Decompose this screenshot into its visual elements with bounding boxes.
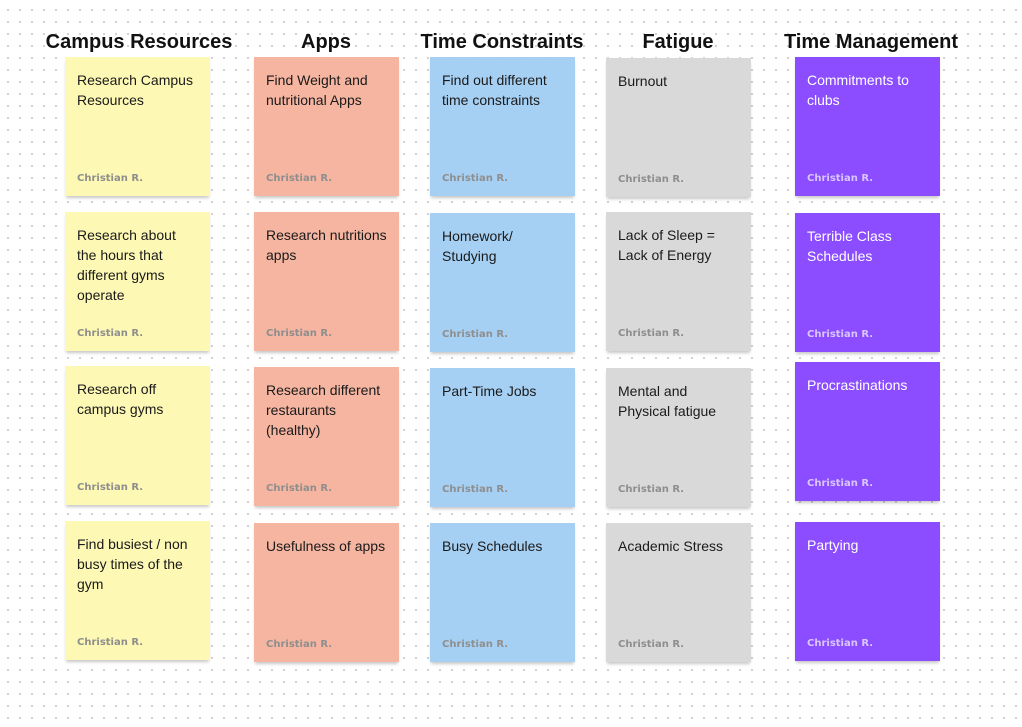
sticky-note[interactable]: Research different restaurants (healthy)… bbox=[254, 367, 399, 506]
sticky-note[interactable]: Research nutritions apps Christian R. bbox=[254, 212, 399, 351]
note-author: Christian R. bbox=[442, 329, 509, 340]
sticky-note[interactable]: Research about the hours that different … bbox=[65, 212, 210, 351]
sticky-note[interactable]: Terrible Class Schedules Christian R. bbox=[795, 213, 940, 352]
note-text: Research off campus gyms bbox=[77, 381, 164, 417]
note-author: Christian R. bbox=[618, 328, 685, 339]
sticky-note[interactable]: Burnout Christian R. bbox=[606, 58, 751, 197]
sticky-note[interactable]: Part-Time Jobs Christian R. bbox=[430, 368, 575, 507]
note-author: Christian R. bbox=[618, 484, 685, 495]
note-author: Christian R. bbox=[807, 173, 874, 184]
sticky-note[interactable]: Busy Schedules Christian R. bbox=[430, 523, 575, 662]
note-author: Christian R. bbox=[442, 173, 509, 184]
note-author: Christian R. bbox=[807, 329, 874, 340]
column-title-campus-resources[interactable]: Campus Resources bbox=[45, 31, 233, 53]
sticky-note[interactable]: Research off campus gyms Christian R. bbox=[65, 366, 210, 505]
note-text: Busy Schedules bbox=[442, 538, 543, 554]
note-author: Christian R. bbox=[77, 173, 144, 184]
column-title-time-constraints[interactable]: Time Constraints bbox=[420, 31, 584, 53]
note-author: Christian R. bbox=[77, 637, 144, 648]
note-author: Christian R. bbox=[77, 482, 144, 493]
column-title-apps[interactable]: Apps bbox=[301, 31, 351, 53]
sticky-note[interactable]: Find out different time constraints Chri… bbox=[430, 57, 575, 196]
note-text: Procrastinations bbox=[807, 377, 908, 393]
note-text: Mental and Physical fatigue bbox=[618, 383, 717, 419]
note-text: Lack of Sleep = Lack of Energy bbox=[618, 227, 715, 263]
note-text: Burnout bbox=[618, 73, 668, 89]
note-author: Christian R. bbox=[807, 478, 874, 489]
sticky-note[interactable]: Lack of Sleep = Lack of Energy Christian… bbox=[606, 212, 751, 351]
sticky-note[interactable]: Partying Christian R. bbox=[795, 522, 940, 661]
note-author: Christian R. bbox=[266, 483, 333, 494]
sticky-note[interactable]: Mental and Physical fatigue Christian R. bbox=[606, 368, 751, 507]
note-text: Find busiest / non busy times of the gym bbox=[77, 536, 188, 592]
note-text: Research different restaurants (healthy) bbox=[266, 382, 381, 438]
note-author: Christian R. bbox=[442, 484, 509, 495]
column-title-fatigue[interactable]: Fatigue bbox=[642, 31, 714, 53]
note-text: Research nutritions apps bbox=[266, 227, 387, 263]
note-text: Find out different time constraints bbox=[442, 72, 547, 108]
column-title-time-management[interactable]: Time Management bbox=[783, 31, 959, 53]
note-text: Homework/ Studying bbox=[442, 228, 513, 264]
sticky-note[interactable]: Research Campus Resources Christian R. bbox=[65, 57, 210, 196]
note-text: Commitments to clubs bbox=[807, 72, 909, 108]
note-text: Partying bbox=[807, 537, 859, 553]
note-text: Terrible Class Schedules bbox=[807, 228, 892, 264]
sticky-note[interactable]: Usefulness of apps Christian R. bbox=[254, 523, 399, 662]
note-author: Christian R. bbox=[266, 173, 333, 184]
sticky-note[interactable]: Find busiest / non busy times of the gym… bbox=[65, 521, 210, 660]
sticky-note[interactable]: Find Weight and nutritional Apps Christi… bbox=[254, 57, 399, 196]
sticky-note[interactable]: Homework/ Studying Christian R. bbox=[430, 213, 575, 352]
note-author: Christian R. bbox=[77, 328, 144, 339]
note-author: Christian R. bbox=[807, 638, 874, 649]
note-text: Research about the hours that different … bbox=[77, 227, 176, 303]
sticky-note[interactable]: Academic Stress Christian R. bbox=[606, 523, 751, 662]
note-text: Usefulness of apps bbox=[266, 538, 386, 554]
note-author: Christian R. bbox=[266, 639, 333, 650]
sticky-note[interactable]: Procrastinations Christian R. bbox=[795, 362, 940, 501]
note-text: Find Weight and nutritional Apps bbox=[266, 72, 368, 108]
note-text: Academic Stress bbox=[618, 538, 724, 554]
sticky-note[interactable]: Commitments to clubs Christian R. bbox=[795, 57, 940, 196]
note-author: Christian R. bbox=[442, 639, 509, 650]
note-author: Christian R. bbox=[266, 328, 333, 339]
note-author: Christian R. bbox=[618, 174, 685, 185]
note-author: Christian R. bbox=[618, 639, 685, 650]
note-text: Research Campus Resources bbox=[77, 72, 193, 108]
note-text: Part-Time Jobs bbox=[442, 383, 537, 399]
